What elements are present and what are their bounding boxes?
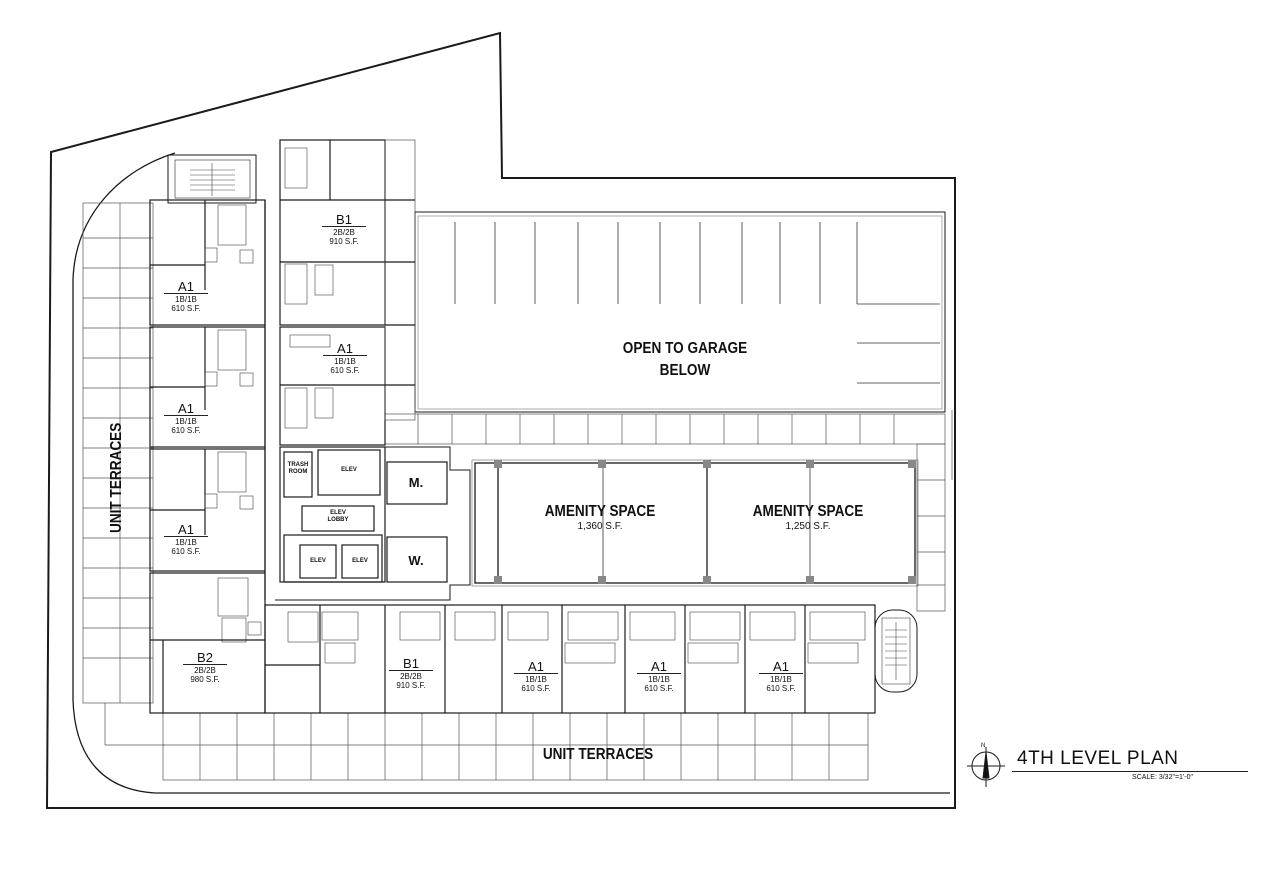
unit-label-a1-west-2: A1 1B/1B 610 S.F.	[164, 402, 208, 435]
amenity-space-2-name: AMENITY SPACE	[752, 503, 864, 520]
core	[264, 200, 471, 601]
unit-label-a1-south-2: A1 1B/1B 610 S.F.	[637, 660, 681, 693]
unit-code: B2	[197, 650, 213, 665]
unit-type: 1B/1B	[164, 293, 208, 304]
elevator-b-label: ELEV	[352, 558, 368, 564]
terraces-south-grid	[162, 712, 869, 781]
amenity-space-1-name: AMENITY SPACE	[544, 503, 656, 520]
garage-label: OPEN TO GARAGE BELOW	[617, 338, 753, 382]
unit-label-b1-north: B1 2B/2B 910 S.F.	[322, 213, 366, 246]
unit-label-a1-west-3: A1 1B/1B 610 S.F.	[164, 523, 208, 556]
stair-northwest	[167, 154, 257, 204]
unit-code: A1	[178, 279, 194, 294]
title-underline	[1012, 771, 1248, 772]
unit-label-b2: B2 2B/2B 980 S.F.	[183, 651, 227, 684]
unit-type: 1B/1B	[637, 673, 681, 684]
amenity-space-1-label: AMENITY SPACE 1,360 S.F.	[520, 503, 680, 532]
plan-scale: SCALE: 3/32"=1'-0"	[1132, 774, 1193, 781]
trash-room-line1: TRASH	[287, 462, 309, 468]
unit-type: 2B/2B	[389, 670, 433, 681]
site-boundary	[45, 31, 956, 809]
site-curve	[72, 152, 950, 794]
unit-code: A1	[651, 659, 667, 674]
unit-area: 980 S.F.	[190, 675, 220, 684]
unit-code: A1	[773, 659, 789, 674]
unit-area: 910 S.F.	[329, 237, 359, 246]
unit-area: 610 S.F.	[521, 684, 551, 693]
unit-code: A1	[178, 401, 194, 416]
elevator-lobby-line2: LOBBY	[327, 517, 349, 523]
unit-code: A1	[337, 341, 353, 356]
amenity-space-1-area: 1,360 S.F.	[577, 521, 623, 532]
unit-code: B1	[403, 656, 419, 671]
unit-label-a1-south-1: A1 1B/1B 610 S.F.	[514, 660, 558, 693]
unit-type: 1B/1B	[759, 673, 803, 684]
unit-type: 1B/1B	[514, 673, 558, 684]
north-label: N	[981, 743, 986, 749]
unit-label-b1-south: B1 2B/2B 910 S.F.	[389, 657, 433, 690]
garage-outline	[414, 211, 946, 413]
elevator-top-label: ELEV	[341, 467, 357, 473]
unit-code: A1	[178, 522, 194, 537]
trash-room-label: TRASH ROOM	[284, 462, 312, 476]
garage-label-line2: BELOW	[659, 362, 711, 379]
terraces-amenity-grid	[384, 410, 953, 612]
unit-area: 610 S.F.	[171, 426, 201, 435]
unit-code: A1	[528, 659, 544, 674]
unit-area: 610 S.F.	[171, 304, 201, 313]
unit-area: 610 S.F.	[171, 547, 201, 556]
parking-stalls	[454, 222, 940, 384]
unit-type: 1B/1B	[164, 415, 208, 426]
unit-area: 610 S.F.	[644, 684, 674, 693]
unit-type: 1B/1B	[164, 536, 208, 547]
unit-code: B1	[336, 212, 352, 227]
amenity-block	[471, 459, 919, 587]
elevator-a-label: ELEV	[310, 558, 326, 564]
unit-label-a1-south-3: A1 1B/1B 610 S.F.	[759, 660, 803, 693]
trash-room-line2: ROOM	[288, 469, 308, 475]
mens-restroom-label: M.	[408, 475, 424, 490]
center-column	[279, 139, 416, 446]
unit-area: 910 S.F.	[396, 681, 426, 690]
unit-area: 610 S.F.	[766, 684, 796, 693]
terraces-west-grid	[82, 202, 165, 746]
elevator-lobby-label: ELEV LOBBY	[320, 510, 356, 524]
garage-label-line1: OPEN TO GARAGE	[622, 340, 748, 357]
unit-type: 2B/2B	[183, 664, 227, 675]
unit-type: 1B/1B	[323, 355, 367, 366]
north-arrow-icon	[967, 747, 1005, 787]
unit-type: 2B/2B	[322, 226, 366, 237]
unit-terraces-south-label: UNIT TERRACES	[542, 746, 654, 763]
plan-title: 4TH LEVEL PLAN	[1017, 748, 1179, 769]
unit-label-a1-center: A1 1B/1B 610 S.F.	[323, 342, 367, 375]
unit-terraces-west-label: UNIT TERRACES	[108, 422, 125, 533]
west-wing	[149, 199, 266, 714]
unit-area: 610 S.F.	[330, 366, 360, 375]
amenity-space-2-area: 1,250 S.F.	[785, 521, 831, 532]
stair-east	[874, 609, 918, 693]
amenity-space-2-label: AMENITY SPACE 1,250 S.F.	[728, 503, 888, 532]
womens-restroom-label: W.	[408, 553, 424, 568]
elevator-lobby-line1: ELEV	[330, 510, 346, 516]
unit-label-a1-west-1: A1 1B/1B 610 S.F.	[164, 280, 208, 313]
